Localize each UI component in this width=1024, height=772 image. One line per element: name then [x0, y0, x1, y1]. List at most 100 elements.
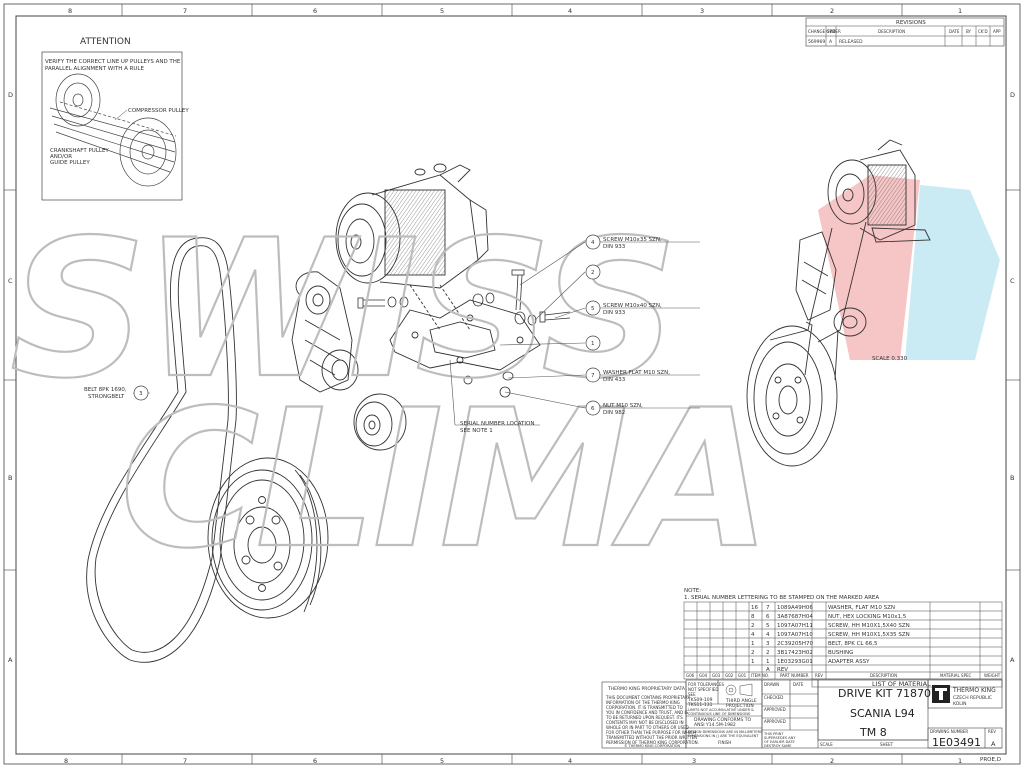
bom-desc: SCREW, HH M10X1,5X35 SZN — [828, 632, 910, 638]
bom-header-rev: REV — [815, 673, 823, 678]
bom-header-g01: G01 — [738, 673, 747, 678]
scale-label: SCALE — [820, 742, 833, 747]
callout-6-text-1: NUT M10 SZN, — [603, 403, 643, 409]
revisions-title: REVISIONS — [896, 20, 926, 26]
bom-desc: SCREW, HH M10X1,5X40 SZN — [828, 623, 910, 629]
drawing-title-line-1: DRIVE KIT 718707 — [838, 687, 938, 700]
notes-heading: NOTE: — [684, 588, 701, 594]
rev-change-order-value: 569969 — [808, 39, 825, 45]
tolerance-line-1: FOR TOLERANCES — [688, 682, 725, 687]
bom-qty: 1 — [751, 659, 755, 665]
attention-crank-label-3: GUIDE PULLEY — [50, 160, 90, 166]
drawing-title-line-3: TM 8 — [859, 726, 887, 739]
rev-value: A — [991, 740, 996, 748]
notes-item-1: 1. SERIAL NUMBER LETTERING TO BE STAMPED… — [684, 595, 879, 601]
attention-crank-label-2: AND/OR — [50, 154, 72, 160]
bom-row: 2 5 1097A07H11 SCREW, HH M10X1,5X40 SZN — [751, 623, 910, 629]
sheet-border — [3, 3, 1021, 765]
callout-6-number: 6 — [591, 406, 595, 412]
watermark: SWISS CLIMA — [9, 198, 773, 591]
zone-bottom-2: 2 — [830, 757, 834, 765]
conforms-line-2: ANSI Y14.5M-1982 — [694, 722, 736, 728]
projection-line-1: THIRD ANGLE — [725, 698, 757, 704]
proe-tag: PROE,D — [980, 757, 1001, 763]
tolerance-line-5: TKS11-131 — [687, 702, 713, 708]
watermark-accents — [818, 175, 1000, 360]
title-block-frame — [601, 679, 1003, 749]
zone-top-6: 6 — [313, 7, 317, 15]
callout-5-number: 5 — [591, 306, 595, 312]
zone-top-5: 5 — [440, 7, 444, 15]
callout-2-number: 2 — [591, 270, 595, 276]
serial-note-line-2: SEE NOTE 1 — [460, 428, 493, 434]
proprietary-line-1: THIS DOCUMENT CONTAINS PROPRIETARY — [605, 695, 690, 700]
callout-6: 6 NUT M10 SZN, DIN 982 — [585, 400, 643, 416]
bom-table — [683, 601, 1003, 688]
attention-pulley-sketch — [49, 73, 177, 187]
finish-label: FINISH — [718, 740, 731, 745]
bom-header-material: MATERIAL SPEC — [940, 673, 972, 678]
zone-bottom-1: 1 — [958, 757, 962, 765]
supersedes-line-2: SUPERSEDES ANY — [764, 736, 796, 740]
date-label: DATE — [793, 682, 804, 687]
callout-5-text-1: SCREW M10x40 SZN, — [603, 303, 662, 309]
proprietary-title: THERMO KING PROPRIETARY DATA — [607, 686, 686, 692]
zone-right-a: A — [1010, 656, 1015, 664]
bom-part: 3B17423H02 — [777, 650, 813, 656]
rev-header-date: DATE — [949, 29, 960, 34]
zone-labels: 8 7 6 5 4 3 2 1 8 7 6 5 4 3 2 1 D C B A … — [8, 7, 1015, 765]
attention-compressor-label: COMPRESSOR PULLEY — [128, 108, 189, 114]
callout-7-text-1: WASHER FLAT M10 SZN, — [603, 370, 670, 376]
bom-title: LIST OF MATERIAL — [872, 680, 931, 688]
attention-box: ATTENTION VERIFY THE CORRECT LINE UP PUL… — [41, 37, 189, 201]
bom-desc: BELT, 8PK CL 66,5 — [828, 641, 878, 647]
zone-top-2: 2 — [830, 7, 834, 15]
zone-left-b: B — [8, 474, 12, 482]
callout-4-number: 4 — [591, 240, 595, 246]
crankshaft-pulley — [207, 457, 329, 619]
callout-7-text-2: DIN 433 — [603, 377, 626, 383]
bom-part: 1097A07H11 — [777, 623, 813, 629]
bom-desc: ADAPTER ASSY — [828, 659, 870, 665]
watermark-line-2: CLIMA — [120, 369, 767, 590]
role-approved-2: APPROVED — [764, 719, 786, 724]
attention-note-line-1: VERIFY THE CORRECT LINE UP PULLEYS AND T… — [45, 59, 181, 65]
supersedes-line-4: DESTROY SAME — [764, 744, 791, 748]
bom-qty: 16 — [751, 605, 758, 611]
callout-5: 5 SCREW M10x40 SZN, DIN 933 — [585, 300, 662, 316]
zone-left-d: D — [8, 91, 13, 99]
proprietary-block: THERMO KING PROPRIETARY DATA THIS DOCUME… — [605, 686, 699, 748]
bom-part: 1097A07H10 — [777, 632, 813, 638]
thermo-king-logo — [932, 685, 950, 703]
bom-part: 2C39205H70 — [777, 641, 813, 647]
watermark-line-1: SWISS — [10, 199, 674, 420]
bom-part: 1E03293G01 — [777, 659, 813, 665]
sheet-label: SHEET — [880, 742, 894, 747]
bom-header-g03: G03 — [712, 673, 721, 678]
adapter-bracket — [389, 284, 541, 371]
zone-top-4: 4 — [568, 7, 572, 15]
zone-right-c: C — [1010, 277, 1015, 285]
rev-header-app: APP — [993, 29, 1001, 34]
belt-drawing — [86, 237, 237, 663]
revisions-block: REVISIONS CHANGE ORDER SYM DESCRIPTION D… — [805, 17, 1005, 47]
rev-header-sym: SYM — [827, 29, 836, 34]
role-drawn: DRAWN — [764, 682, 779, 687]
bom-item: 1 — [766, 659, 770, 665]
proprietary-line-10: PERMISSION OF THERMO KING CORPORATION. — [606, 740, 699, 745]
zone-left-c: C — [8, 277, 13, 285]
callout-3-number: 3 — [139, 391, 143, 397]
bom-item: 7 — [766, 605, 770, 611]
callout-3-text-1: BELT 8PK 1690, — [84, 387, 127, 393]
compressor — [335, 163, 489, 289]
callouts — [133, 241, 700, 426]
bom-header-g06: G06 — [686, 673, 695, 678]
proprietary-line-9: TRANSMITTED WITHOUT THE PRIOR WRITTEN — [605, 735, 697, 740]
bom-rows: 16 7 1089A49H06 WASHER, FLAT M10 SZN 8 6… — [751, 605, 910, 673]
bom-row: 8 6 3A87687H04 NUT, HEX LOCKING M10x1,5 — [751, 614, 907, 620]
callout-2: 2 — [585, 264, 601, 280]
company-city: KOLIN — [953, 701, 966, 707]
company-name: THERMO KING — [952, 687, 996, 694]
bom-header: G06 G04 G03 G02 G01 ITEM NO. PART NUMBER… — [686, 673, 1001, 688]
proprietary-line-6: CONTENTS MAY NOT BE DISCLOSED IN — [606, 720, 684, 725]
